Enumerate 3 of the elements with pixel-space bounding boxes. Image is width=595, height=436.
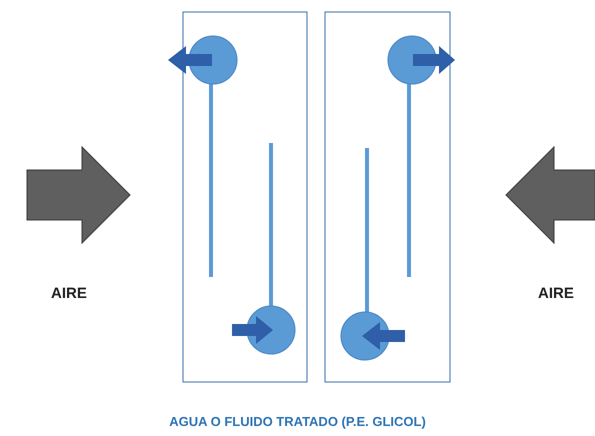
air-label: AIRE (51, 285, 87, 302)
caption: AGUA O FLUIDO TRATADO (P.E. GLICOL) (168, 414, 427, 429)
air-label: AIRE (538, 285, 574, 302)
